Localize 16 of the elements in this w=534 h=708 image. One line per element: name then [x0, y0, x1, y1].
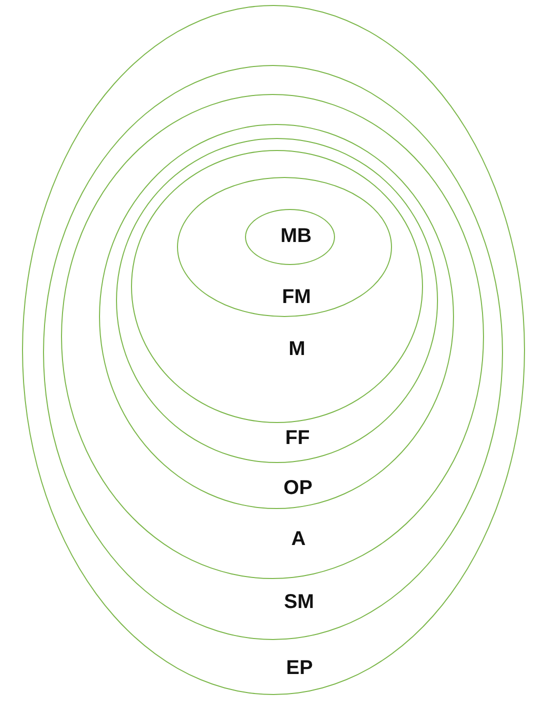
ring-ellipse	[244, 208, 334, 264]
ring-label: EP	[286, 658, 313, 678]
ring-label: A	[291, 528, 306, 548]
ring-label: M	[288, 339, 306, 359]
ring-ellipse	[22, 5, 525, 695]
ring-ellipse	[61, 94, 484, 579]
ring-label: SM	[284, 592, 314, 612]
ring-ellipse	[177, 177, 392, 317]
ring-ellipse	[98, 124, 454, 508]
ring-ellipse	[130, 150, 422, 422]
ring-label: FF	[285, 428, 310, 448]
ring-label: MB	[280, 226, 312, 246]
ring-ellipse	[42, 64, 502, 640]
ring-label: OP	[284, 478, 312, 498]
ring-label: FM	[282, 286, 311, 306]
ring-ellipse	[116, 138, 438, 463]
